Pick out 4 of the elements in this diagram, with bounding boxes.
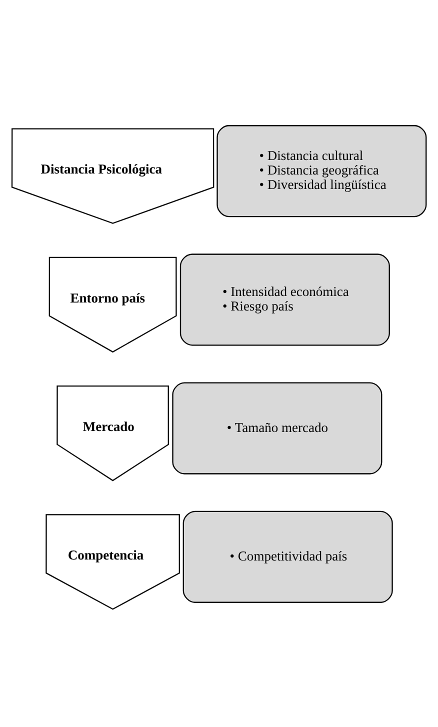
node-box: • Tamaño mercado (172, 382, 382, 474)
node-box: • Intensidad económica • Riesgo país (180, 253, 390, 346)
node-box: • Competitividad país (182, 510, 393, 602)
node-box: • Distancia cultural • Distancia geográfica • Diversidad lingüística (216, 124, 427, 217)
